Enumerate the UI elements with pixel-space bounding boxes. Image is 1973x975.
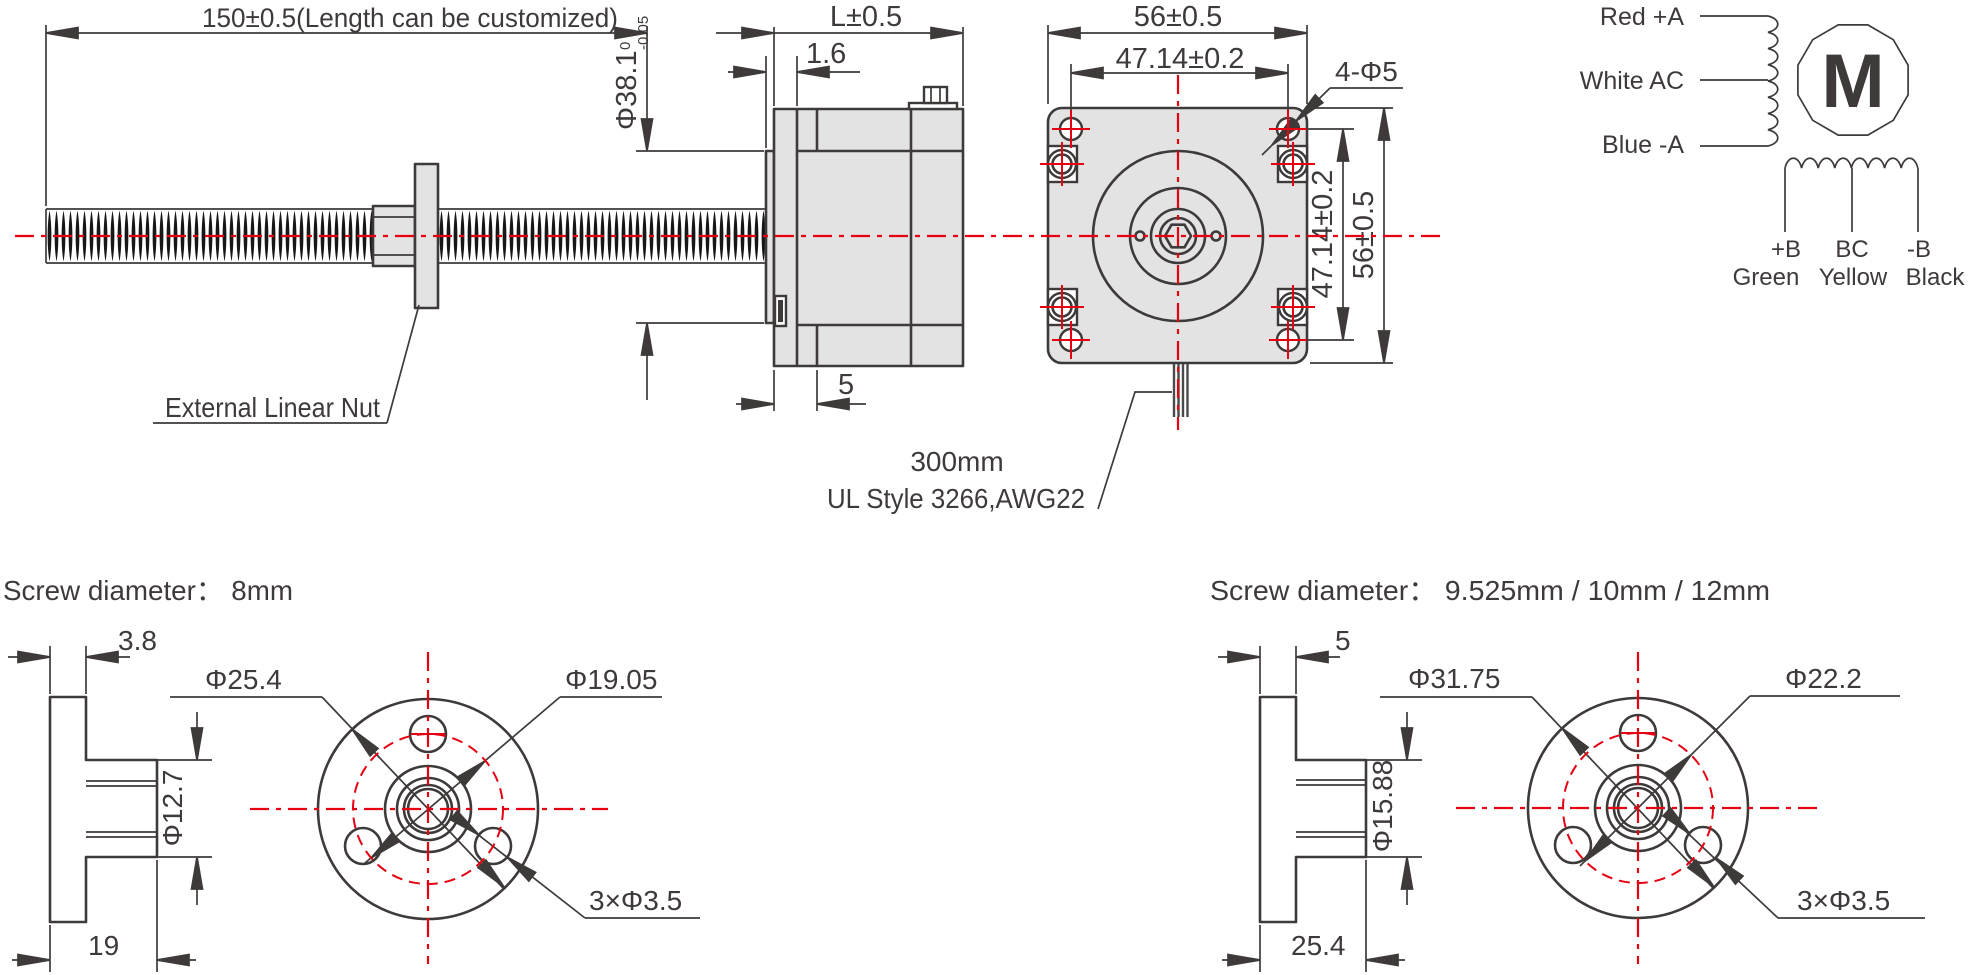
flange-large-title: Screw diameter： 9.525mm / 10mm / 12mm bbox=[1210, 575, 1770, 606]
winding-b bbox=[1784, 157, 1919, 169]
lead-b-pos-color: Green bbox=[1733, 264, 1800, 291]
dim-f8-length bbox=[12, 860, 196, 972]
motor-body-side bbox=[772, 107, 965, 368]
centerlines bbox=[15, 75, 1820, 964]
motor-symbol-label: M bbox=[1821, 39, 1884, 124]
lead-a-com-label: White AC bbox=[1580, 67, 1684, 95]
flange-large-section: Screw diameter： 9.525mm / 10mm / 12mm 5 … bbox=[1210, 575, 1925, 972]
dim-motor-length-label: L±0.5 bbox=[830, 1, 902, 33]
dim-f8-holes bbox=[449, 810, 700, 919]
lead-a-pos-label: Red +A bbox=[1600, 3, 1684, 31]
svg-text:Φ38.1: Φ38.1 bbox=[611, 50, 643, 130]
lead-screw-assembly: 150±0.5(Length can be customized) Φ38.1 … bbox=[45, 1, 965, 424]
dim-fl-holes-label: 3×Φ3.5 bbox=[1797, 885, 1890, 916]
lead-wires bbox=[1172, 364, 1189, 417]
dim-fl-thickness-label: 5 bbox=[1335, 625, 1351, 656]
dim-fl-boss bbox=[1366, 712, 1422, 905]
wiring-diagram: Red +A White AC Blue -A M +B BC -B Green… bbox=[1580, 3, 1966, 291]
motor-symbol-circle bbox=[1797, 24, 1909, 136]
motor-front-view: 56±0.5 47.14±0.2 4-Φ5 47.14±0.2 bbox=[827, 1, 1403, 514]
lead-b-pos-label: +B bbox=[1771, 236, 1801, 263]
dim-fl-thickness bbox=[1218, 646, 1340, 694]
dim-fl-length bbox=[1222, 860, 1405, 972]
lead-a-neg-label: Blue -A bbox=[1602, 131, 1684, 159]
dim-screw-length bbox=[45, 25, 648, 206]
wire-spec-label: UL Style 3266,AWG22 bbox=[827, 483, 1085, 514]
dim-f8-bolt-circle-label: Φ19.05 bbox=[565, 664, 657, 695]
dim-f8-boss-label: Φ12.7 bbox=[157, 770, 188, 847]
lead-b-neg-color: Black bbox=[1906, 264, 1966, 291]
dim-boss-protrusion bbox=[728, 56, 860, 148]
flange-8mm-section: Screw diameter： 8mm 3.8 19 bbox=[3, 575, 700, 972]
dim-shaft-diameter bbox=[636, 26, 764, 400]
winding-a bbox=[1767, 15, 1779, 147]
dim-f8-boss bbox=[157, 712, 212, 905]
dim-front-bell bbox=[736, 370, 866, 411]
dim-fl-length-label: 25.4 bbox=[1291, 930, 1346, 961]
dim-fl-od-label: Φ31.75 bbox=[1408, 663, 1500, 694]
mount-holes-leader bbox=[1261, 87, 1403, 156]
dim-f8-od-label: Φ25.4 bbox=[205, 664, 282, 695]
dim-fl-bolt-circle-label: Φ22.2 bbox=[1785, 663, 1862, 694]
dim-screw-length-label: 150±0.5(Length can be customized) bbox=[202, 3, 618, 33]
dim-fl-od bbox=[1380, 696, 1719, 892]
lead-b-com-color: Yellow bbox=[1819, 264, 1888, 291]
shaft-tol-upper: 0 bbox=[617, 42, 634, 50]
dim-f8-bolt-circle bbox=[364, 696, 662, 864]
dim-f8-thickness bbox=[8, 646, 130, 694]
dim-fl-boss-label: Φ15.88 bbox=[1367, 760, 1398, 852]
dim-shaft-diameter-label: Φ38.1 0 -0.05 bbox=[611, 16, 652, 130]
dim-hole-spacing-v-label: 47.14±0.2 bbox=[1307, 170, 1339, 299]
nut-label: External Linear Nut bbox=[165, 392, 380, 423]
dim-fl-holes bbox=[1662, 807, 1925, 919]
mount-holes-label: 4-Φ5 bbox=[1335, 56, 1398, 87]
shaft-tol-lower: -0.05 bbox=[635, 16, 652, 50]
flange-8mm-title: Screw diameter： 8mm bbox=[3, 575, 293, 606]
connector bbox=[907, 85, 959, 111]
dim-hole-spacing-h-label: 47.14±0.2 bbox=[1116, 43, 1245, 75]
dim-face-width-label: 56±0.5 bbox=[1134, 1, 1223, 33]
dim-fl-bolt-circle bbox=[1579, 695, 1900, 867]
lead-b-neg-label: -B bbox=[1907, 236, 1931, 263]
mounting-tab bbox=[773, 294, 788, 328]
wire-length-label: 300mm bbox=[910, 446, 1003, 477]
dim-f8-od bbox=[170, 696, 509, 892]
dim-face-width bbox=[1047, 25, 1308, 104]
dim-front-bell-label: 5 bbox=[838, 369, 854, 401]
flange-large-side-view bbox=[1258, 695, 1368, 924]
wire-leader bbox=[1097, 391, 1172, 510]
motor-side-view bbox=[764, 85, 965, 368]
dim-f8-holes-label: 3×Φ3.5 bbox=[589, 885, 682, 916]
lead-b-com-label: BC bbox=[1835, 236, 1868, 263]
dim-motor-length bbox=[716, 26, 964, 106]
dim-f8-thickness-label: 3.8 bbox=[118, 625, 157, 656]
flange-8mm-side-view bbox=[48, 695, 159, 924]
dim-f8-length-label: 19 bbox=[88, 930, 119, 961]
dim-boss-protrusion-label: 1.6 bbox=[806, 38, 846, 70]
